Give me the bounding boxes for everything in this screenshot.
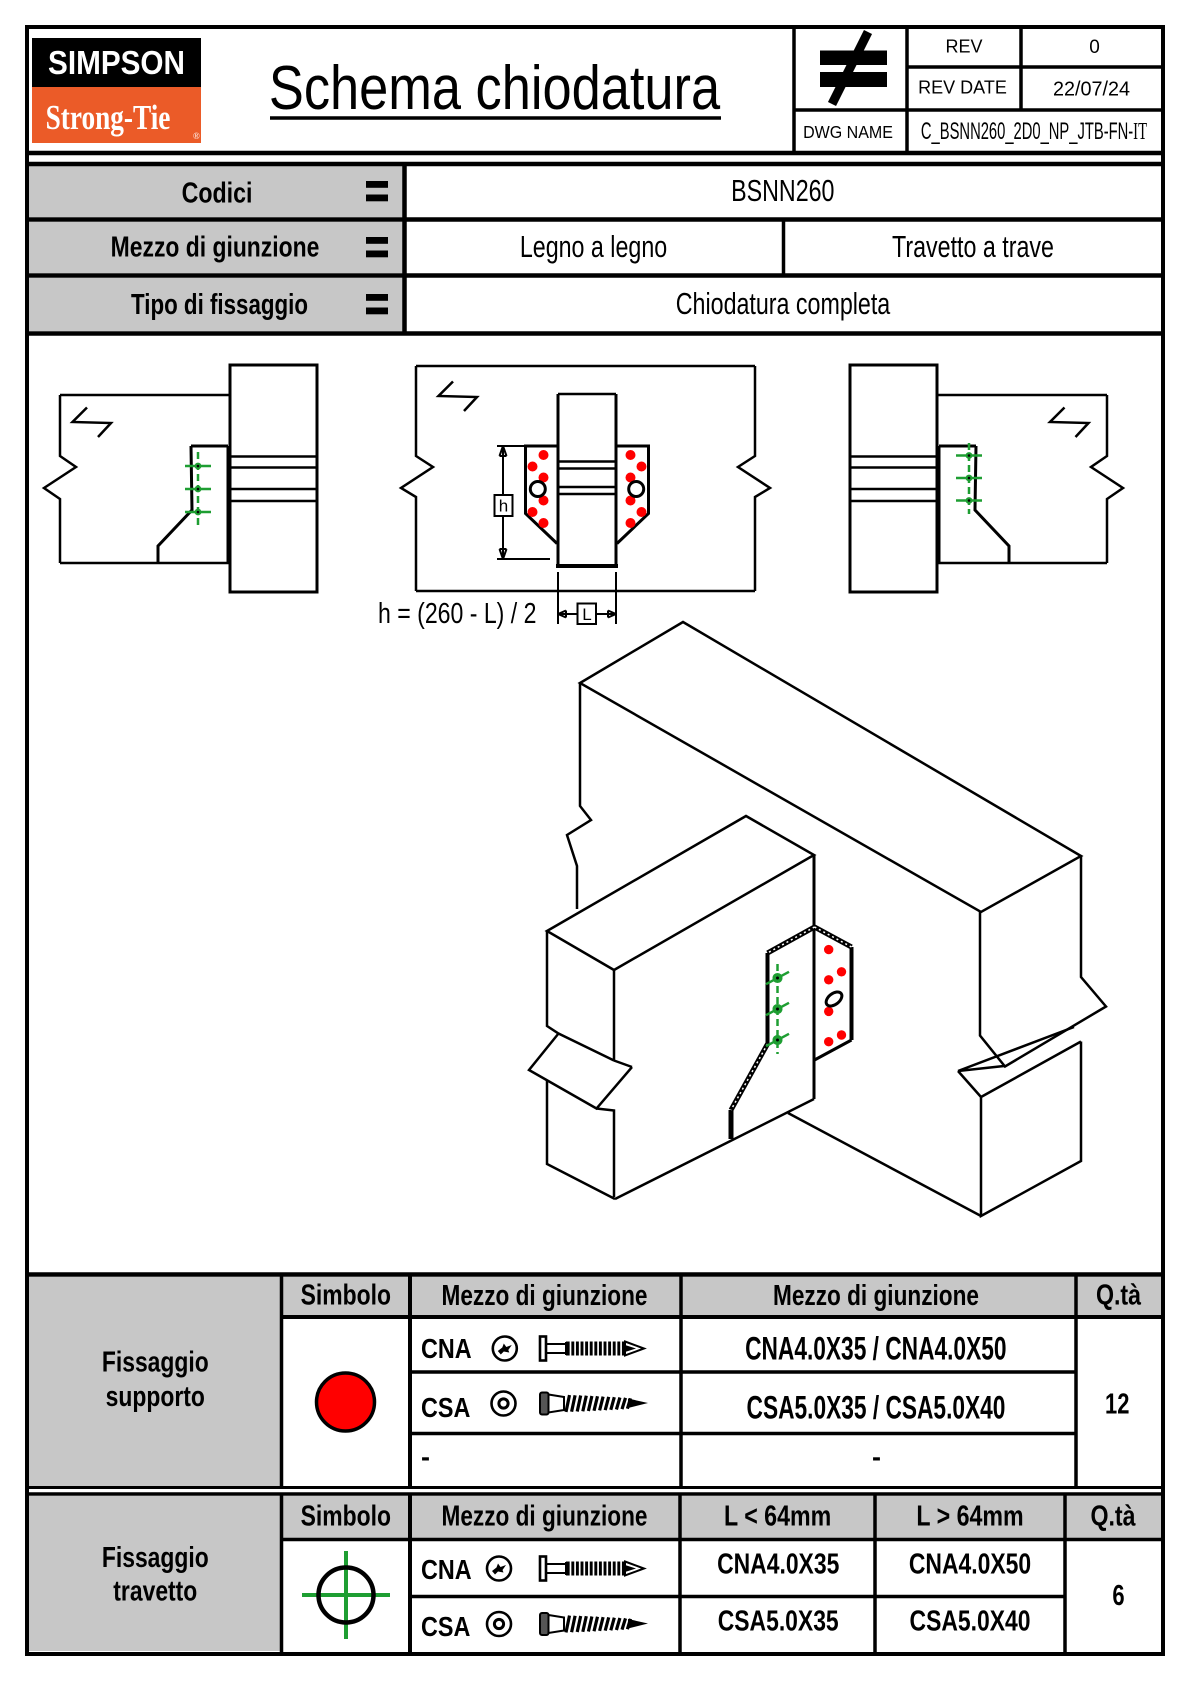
svg-text:Fissaggio: Fissaggio	[102, 1345, 209, 1378]
svg-text:CNA: CNA	[421, 1555, 472, 1585]
svg-text:Strong-Tie: Strong-Tie	[46, 98, 171, 137]
svg-text:Mezzo di giunzione: Mezzo di giunzione	[773, 1278, 979, 1311]
svg-text:-: -	[872, 1442, 881, 1472]
svg-text:CSA5.0X40: CSA5.0X40	[910, 1604, 1031, 1637]
svg-text:12: 12	[1105, 1389, 1129, 1420]
svg-text:DWG NAME: DWG NAME	[803, 122, 893, 142]
svg-text:Mezzo di giunzione: Mezzo di giunzione	[441, 1499, 647, 1532]
svg-text:Travetto a trave: Travetto a trave	[892, 229, 1054, 264]
svg-text:Q.tà: Q.tà	[1090, 1499, 1135, 1532]
svg-text:CNA: CNA	[421, 1334, 472, 1364]
svg-text:h: h	[499, 497, 508, 516]
svg-text:supporto: supporto	[106, 1379, 205, 1412]
svg-text:Mezzo di giunzione: Mezzo di giunzione	[441, 1278, 647, 1311]
svg-text:Fissaggio: Fissaggio	[102, 1540, 209, 1573]
svg-text:Mezzo di giunzione: Mezzo di giunzione	[111, 230, 320, 263]
svg-text:CNA4.0X35: CNA4.0X35	[717, 1547, 839, 1580]
svg-text:C_BSNN260_2D0_NP_JTB-FN-IT: C_BSNN260_2D0_NP_JTB-FN-IT	[921, 119, 1147, 146]
svg-text:CNA4.0X50: CNA4.0X50	[909, 1547, 1031, 1580]
svg-text:Chiodatura completa: Chiodatura completa	[676, 286, 891, 321]
svg-text:REV DATE: REV DATE	[918, 78, 1007, 98]
svg-text:L < 64mm: L < 64mm	[724, 1499, 831, 1532]
svg-text:-: -	[421, 1442, 430, 1472]
svg-text:L: L	[582, 605, 591, 624]
svg-text:Q.tà: Q.tà	[1096, 1278, 1141, 1311]
svg-text:22/07/24: 22/07/24	[1053, 78, 1130, 100]
svg-text:Codici: Codici	[182, 176, 253, 209]
svg-text:Schema chiodatura: Schema chiodatura	[269, 54, 720, 123]
svg-text:h = (260 - L) / 2: h = (260 - L) / 2	[378, 599, 536, 630]
svg-text:CSA: CSA	[421, 1612, 470, 1642]
svg-text:CSA: CSA	[421, 1393, 470, 1423]
svg-text:Simbolo: Simbolo	[301, 1499, 391, 1532]
svg-text:travetto: travetto	[113, 1574, 197, 1607]
svg-text:Tipo di fissaggio: Tipo di fissaggio	[131, 289, 308, 320]
svg-text:CNA4.0X35 / CNA4.0X50: CNA4.0X35 / CNA4.0X50	[745, 1331, 1006, 1367]
svg-text:Simbolo: Simbolo	[301, 1278, 391, 1311]
svg-text:CSA5.0X35 / CSA5.0X40: CSA5.0X35 / CSA5.0X40	[747, 1390, 1006, 1426]
svg-text:BSNN260: BSNN260	[731, 173, 834, 208]
svg-text:Legno a legno: Legno a legno	[520, 229, 667, 264]
svg-text:®: ®	[193, 131, 200, 141]
svg-text:0: 0	[1089, 37, 1100, 58]
svg-text:L > 64mm: L > 64mm	[916, 1499, 1023, 1532]
svg-text:6: 6	[1112, 1580, 1124, 1611]
svg-text:CSA5.0X35: CSA5.0X35	[718, 1604, 839, 1637]
svg-text:REV: REV	[945, 37, 982, 57]
svg-text:SIMPSON: SIMPSON	[48, 45, 185, 82]
